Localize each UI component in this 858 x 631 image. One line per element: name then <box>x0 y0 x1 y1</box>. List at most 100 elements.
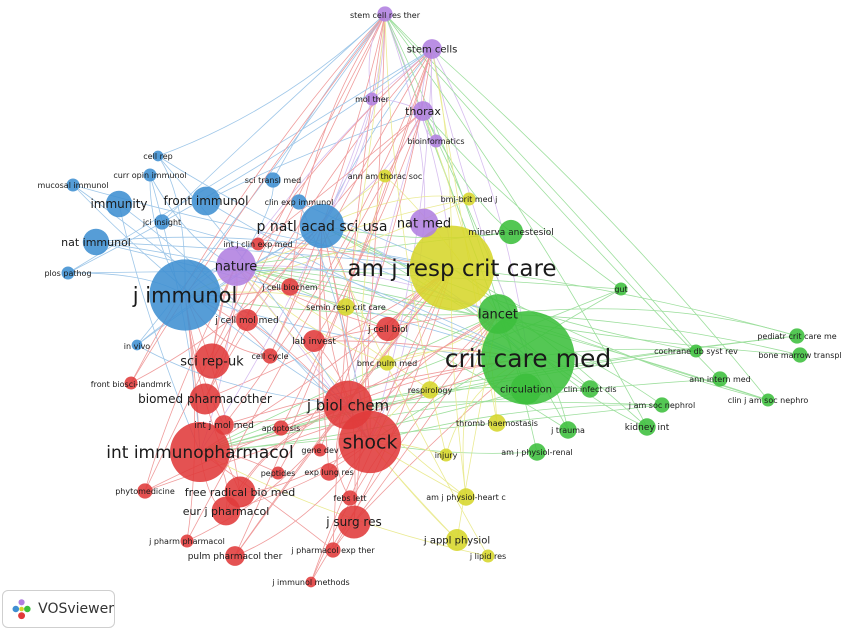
node-semin-resp-crit-care[interactable] <box>337 298 355 316</box>
node-minerva-anestesiol[interactable] <box>498 219 524 245</box>
node-am-j-physiol-renal[interactable] <box>528 443 546 461</box>
node-sci-rep-uk[interactable] <box>194 343 230 379</box>
node-cell-cycle[interactable] <box>262 348 278 364</box>
node-j-immunol[interactable] <box>149 259 221 331</box>
node-am-j-resp-crit-care[interactable] <box>409 225 495 311</box>
node-label: mol ther <box>355 95 390 104</box>
node-pulm-pharmacol-ther[interactable] <box>225 546 245 566</box>
link-line <box>144 13 386 492</box>
node-circulation[interactable] <box>510 373 542 405</box>
node-label: j cell mol med <box>214 316 278 326</box>
node-curr-opin-immunol[interactable] <box>143 168 157 182</box>
node-peptides[interactable] <box>271 466 285 480</box>
node-label: clin infect dis <box>563 385 616 394</box>
node-j-trauma[interactable] <box>559 421 577 439</box>
node-crit-care-med[interactable] <box>481 311 575 405</box>
node-j-biol-chem[interactable] <box>323 380 373 430</box>
node-mucosal-immunol[interactable] <box>66 178 80 192</box>
node-pediatr-crit-care-me[interactable] <box>789 328 805 344</box>
node-nat-med[interactable] <box>409 208 439 238</box>
node-biomed-pharmacother[interactable] <box>189 383 221 415</box>
node-label: respirology <box>408 386 453 395</box>
link-line <box>289 13 386 288</box>
node-clin-exp-immunol[interactable] <box>291 194 307 210</box>
node-label: phytomedicine <box>115 487 175 496</box>
node-j-pharmacol-exp-ther[interactable] <box>325 542 341 558</box>
link-line <box>257 110 424 245</box>
node-bmj-brit-med-j[interactable] <box>462 192 476 206</box>
node-label: in vivo <box>124 342 151 351</box>
node-label: mucosal immunol <box>37 181 108 190</box>
node-front-biosci-landmrk[interactable] <box>124 376 138 390</box>
node-nat-immunol[interactable] <box>82 228 110 256</box>
node-lab-invest[interactable] <box>303 330 325 352</box>
node-plos-pathog[interactable] <box>61 266 75 280</box>
node-exp-lung-res[interactable] <box>320 463 338 481</box>
link-line <box>67 48 433 274</box>
node-ann-intern-med[interactable] <box>712 371 728 387</box>
node-mol-ther[interactable] <box>365 92 379 106</box>
node-label: curr opin immunol <box>113 171 186 180</box>
node-j-lipid-res[interactable] <box>481 549 495 563</box>
link-line <box>384 13 721 380</box>
node-sci-transl-med[interactable] <box>265 172 281 188</box>
node-label: bone marrow transpl <box>758 351 841 360</box>
node-ann-am-thorac-soc[interactable] <box>378 169 392 183</box>
node-cochrane-db-syst-rev[interactable] <box>689 344 703 358</box>
node-j-cell-biochem[interactable] <box>281 278 299 296</box>
node-am-j-physiol-heart-c[interactable] <box>457 488 475 506</box>
node-label: thromb haemostasis <box>456 419 538 428</box>
node-label: cell rep <box>143 152 172 161</box>
node-immunity[interactable] <box>105 190 133 218</box>
link-line <box>235 231 512 267</box>
node-label: bmc pulm med <box>357 359 417 368</box>
node-apoptosis[interactable] <box>273 420 289 436</box>
node-bmc-pulm-med[interactable] <box>379 355 395 371</box>
node-front-immunol[interactable] <box>191 186 221 216</box>
node-gut[interactable] <box>614 282 628 296</box>
node-j-pharm-pharmacol[interactable] <box>180 534 194 548</box>
node-j-cell-mol-med[interactable] <box>236 309 258 331</box>
node-stem-cells[interactable] <box>422 39 442 59</box>
node-bone-marrow-transpl[interactable] <box>792 347 808 363</box>
node-label: j appl physiol <box>423 536 490 547</box>
node-gene-dev[interactable] <box>313 443 327 457</box>
link-line <box>161 13 386 223</box>
node-bioinformatics[interactable] <box>429 134 443 148</box>
node-j-am-soc-nephrol[interactable] <box>654 397 670 413</box>
node-clin-infect-dis[interactable] <box>581 380 599 398</box>
node-p-natl-acad-sci-usa[interactable] <box>299 203 345 249</box>
node-phytomedicine[interactable] <box>137 483 153 499</box>
node-label: shock <box>342 432 397 454</box>
node-label: lab invest <box>292 337 336 347</box>
node-jci-insight[interactable] <box>154 214 170 230</box>
node-lancet[interactable] <box>478 294 518 334</box>
node-j-immunol-methods[interactable] <box>305 576 317 588</box>
node-respirology[interactable] <box>421 381 439 399</box>
node-int-j-clin-exp-med[interactable] <box>251 237 265 251</box>
node-int-j-mol-med[interactable] <box>214 415 234 435</box>
node-kidney-int[interactable] <box>638 418 656 436</box>
node-int-immunopharmacol[interactable] <box>170 422 230 482</box>
node-j-surg-res[interactable] <box>337 505 371 539</box>
node-nature[interactable] <box>216 246 256 286</box>
node-label: bioinformatics <box>408 137 465 146</box>
node-j-appl-physiol[interactable] <box>446 529 468 551</box>
node-stem-cell-res-ther[interactable] <box>377 6 393 22</box>
link-line <box>136 344 349 406</box>
node-cell-rep[interactable] <box>152 150 164 162</box>
node-j-cell-biol[interactable] <box>375 316 401 342</box>
node-febs-lett[interactable] <box>342 490 358 506</box>
link-line <box>431 48 769 401</box>
node-thorax[interactable] <box>413 101 433 121</box>
node-eur-j-pharmacol[interactable] <box>211 496 241 526</box>
vosviewer-badge[interactable]: VOSviewer <box>2 590 115 628</box>
node-thromb-haemostasis[interactable] <box>488 414 506 432</box>
node-in-vivo[interactable] <box>131 339 143 351</box>
link-line <box>272 13 386 181</box>
link-line <box>130 13 386 384</box>
node-injury[interactable] <box>439 448 453 462</box>
node-clin-j-am-soc-nephro[interactable] <box>761 393 775 407</box>
